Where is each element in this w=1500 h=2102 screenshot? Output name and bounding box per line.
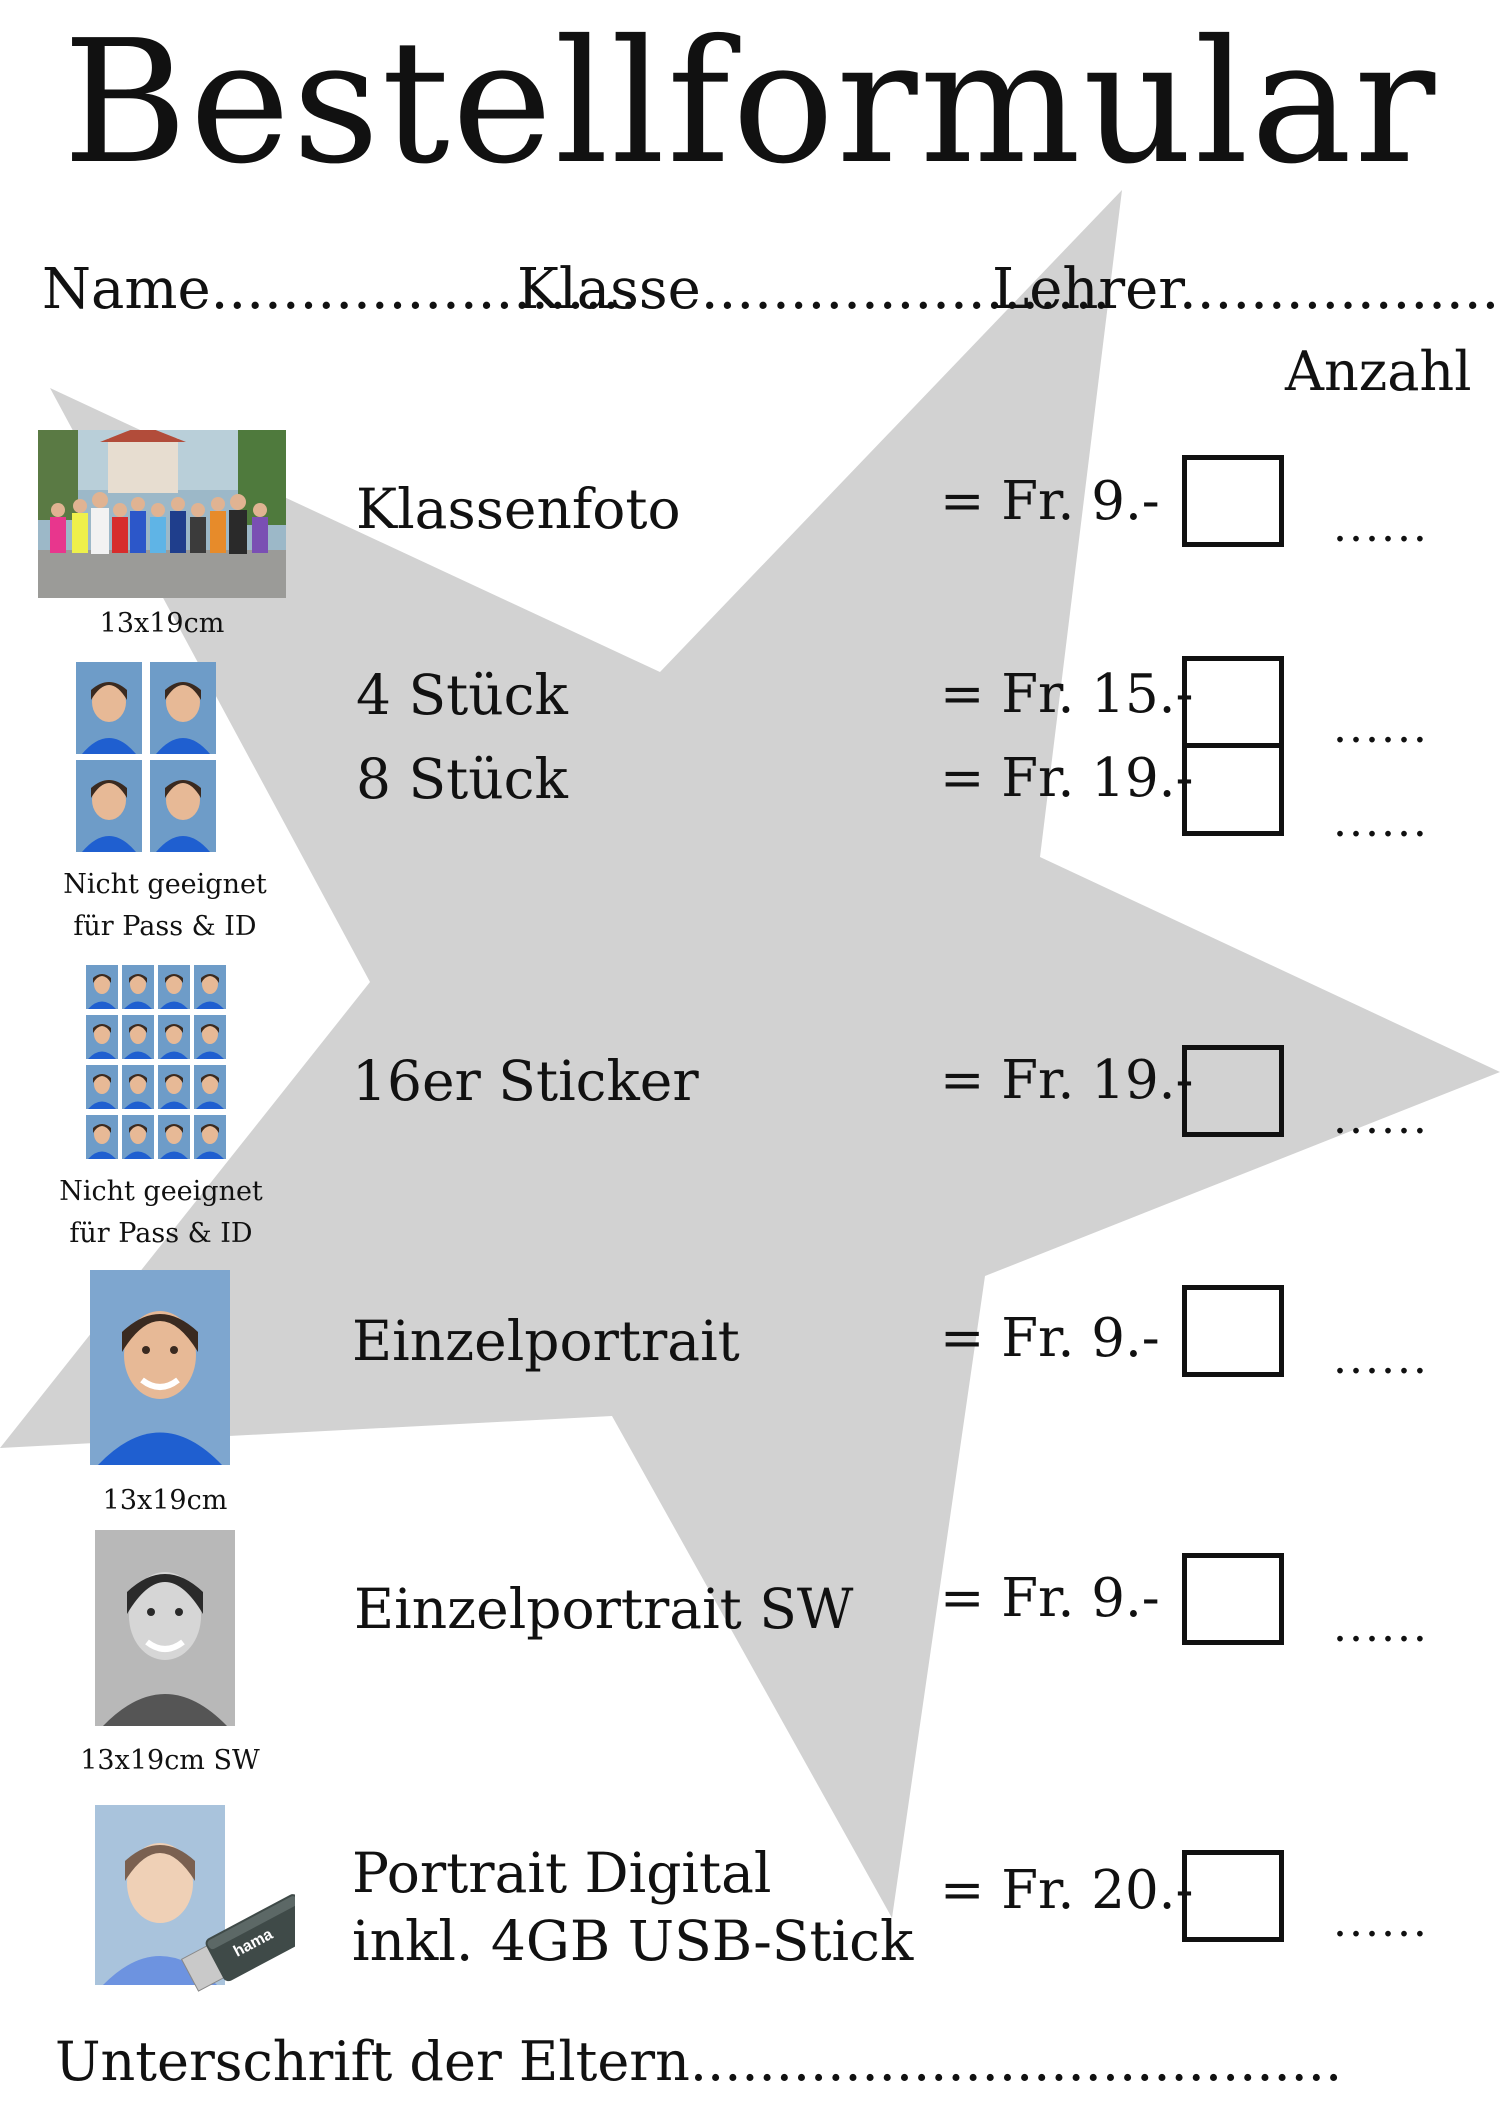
checkbox-einzelportrait[interactable] (1182, 1285, 1284, 1377)
checkbox-portrait-digital[interactable] (1182, 1850, 1284, 1942)
klasse-field[interactable]: Klasse....................... (517, 257, 1111, 322)
price-einzelportrait: = Fr. 9.- (940, 1308, 1160, 1369)
label-portrait-digital-line2: inkl. 4GB USB-Stick (352, 1909, 914, 1973)
label-8-stueck: 8 Stück (356, 747, 568, 811)
signature-field[interactable]: Unterschrift der Eltern.................… (55, 2030, 1343, 2093)
caption-klassenfoto: 13x19cm (99, 608, 225, 639)
checkbox-klassenfoto[interactable] (1182, 455, 1284, 547)
label-einzelportrait: Einzelportrait (352, 1309, 740, 1373)
page-title: Bestellformular (62, 4, 1438, 202)
quantity-einzelportrait[interactable]: ...... (1333, 1333, 1429, 1384)
quantity-klassenfoto[interactable]: ...... (1333, 501, 1429, 552)
price-4-stueck: = Fr. 15.- (940, 664, 1194, 725)
quantity-portrait-digital[interactable]: ...... (1333, 1896, 1429, 1947)
name-field[interactable]: Name........................ (42, 257, 638, 322)
label-4-stueck: 4 Stück (356, 663, 568, 727)
checkbox-einzelportrait-sw[interactable] (1182, 1553, 1284, 1645)
quantity-4-stueck[interactable]: ...... (1333, 702, 1429, 753)
label-portrait-digital-line1: Portrait Digital (352, 1841, 772, 1905)
checkbox-sticker[interactable] (1182, 1045, 1284, 1137)
checkbox-8-stueck[interactable] (1182, 743, 1284, 836)
portrait-digital-image: hama (95, 1805, 295, 2020)
portrait-bw-image (95, 1530, 235, 1726)
label-sticker: 16er Sticker (352, 1049, 699, 1113)
price-sticker: = Fr. 19.- (940, 1050, 1194, 1111)
price-einzelportrait-sw: = Fr. 9.- (940, 1568, 1160, 1629)
portrait-color-image (90, 1270, 230, 1465)
quantity-sticker[interactable]: ...... (1333, 1093, 1429, 1144)
lehrer-field[interactable]: Lehrer...................... (992, 257, 1500, 322)
price-portrait-digital: = Fr. 20.- (940, 1860, 1194, 1921)
passport-photos-4-image (76, 662, 216, 852)
caption-einzelportrait: 13x19cm (102, 1485, 228, 1516)
quantity-8-stueck[interactable]: ...... (1333, 796, 1429, 847)
quantity-einzelportrait-sw[interactable]: ...... (1333, 1601, 1429, 1652)
price-8-stueck: = Fr. 19.- (940, 748, 1194, 809)
class-photo-image (38, 430, 286, 598)
label-klassenfoto: Klassenfoto (356, 477, 681, 541)
caption-stueck: Nicht geeignet für Pass & ID (63, 869, 267, 942)
caption-sticker: Nicht geeignet für Pass & ID (59, 1176, 263, 1249)
checkbox-4-stueck[interactable] (1182, 656, 1284, 748)
caption-einzelportrait-sw: 13x19cm SW (80, 1745, 260, 1776)
price-klassenfoto: = Fr. 9.- (940, 471, 1160, 532)
label-einzelportrait-sw: Einzelportrait SW (354, 1577, 854, 1641)
sticker-photos-image (86, 965, 228, 1159)
anzahl-header: Anzahl (1285, 340, 1472, 403)
